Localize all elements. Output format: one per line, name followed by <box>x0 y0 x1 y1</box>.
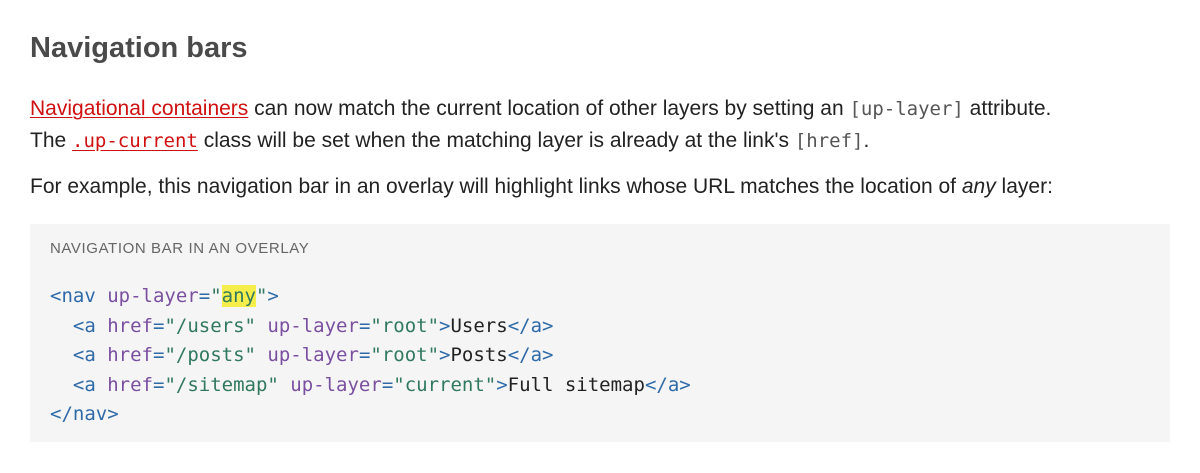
para1-text-1: can now match the current location of ot… <box>248 97 850 120</box>
intro-paragraph: Navigational containers can now match th… <box>30 93 1051 157</box>
highlighted-any: any <box>221 285 256 307</box>
para1-text-5: . <box>863 129 870 152</box>
section-heading: Navigation bars <box>30 32 248 64</box>
code-line-nav-open: <nav up-layer="any"> <box>50 285 279 307</box>
code-example-box: NAVIGATION BAR IN AN OVERLAY <nav up-lay… <box>30 224 1170 442</box>
code-line-nav-close: </nav> <box>50 403 119 425</box>
code-line-link: <a href="/sitemap" up-layer="current">Fu… <box>72 373 691 396</box>
para1-text-3: The <box>30 129 73 152</box>
para1-text-2: attribute. <box>963 97 1052 120</box>
para2-text-1: For example, this navigation bar in an o… <box>30 175 962 198</box>
code-caption: NAVIGATION BAR IN AN OVERLAY <box>50 240 310 257</box>
up-layer-attr-code: [up-layer] <box>849 98 964 120</box>
para1-text-4: class will be set when the matching laye… <box>197 129 795 152</box>
para2-emphasis: any <box>961 175 996 198</box>
code-line-link: <a href="/users" up-layer="root">Users</… <box>72 314 554 337</box>
para2-text-2: layer: <box>995 175 1053 198</box>
code-line-link: <a href="/posts" up-layer="root">Posts</… <box>72 344 554 366</box>
navigational-containers-link[interactable]: Navigational containers <box>30 97 249 120</box>
example-paragraph: For example, this navigation bar in an o… <box>30 171 1053 202</box>
code-block[interactable]: <nav up-layer="any"> <a href="/users" up… <box>50 282 691 430</box>
up-current-link[interactable]: .up-current <box>72 130 198 152</box>
href-attr-code: [href] <box>794 130 864 152</box>
